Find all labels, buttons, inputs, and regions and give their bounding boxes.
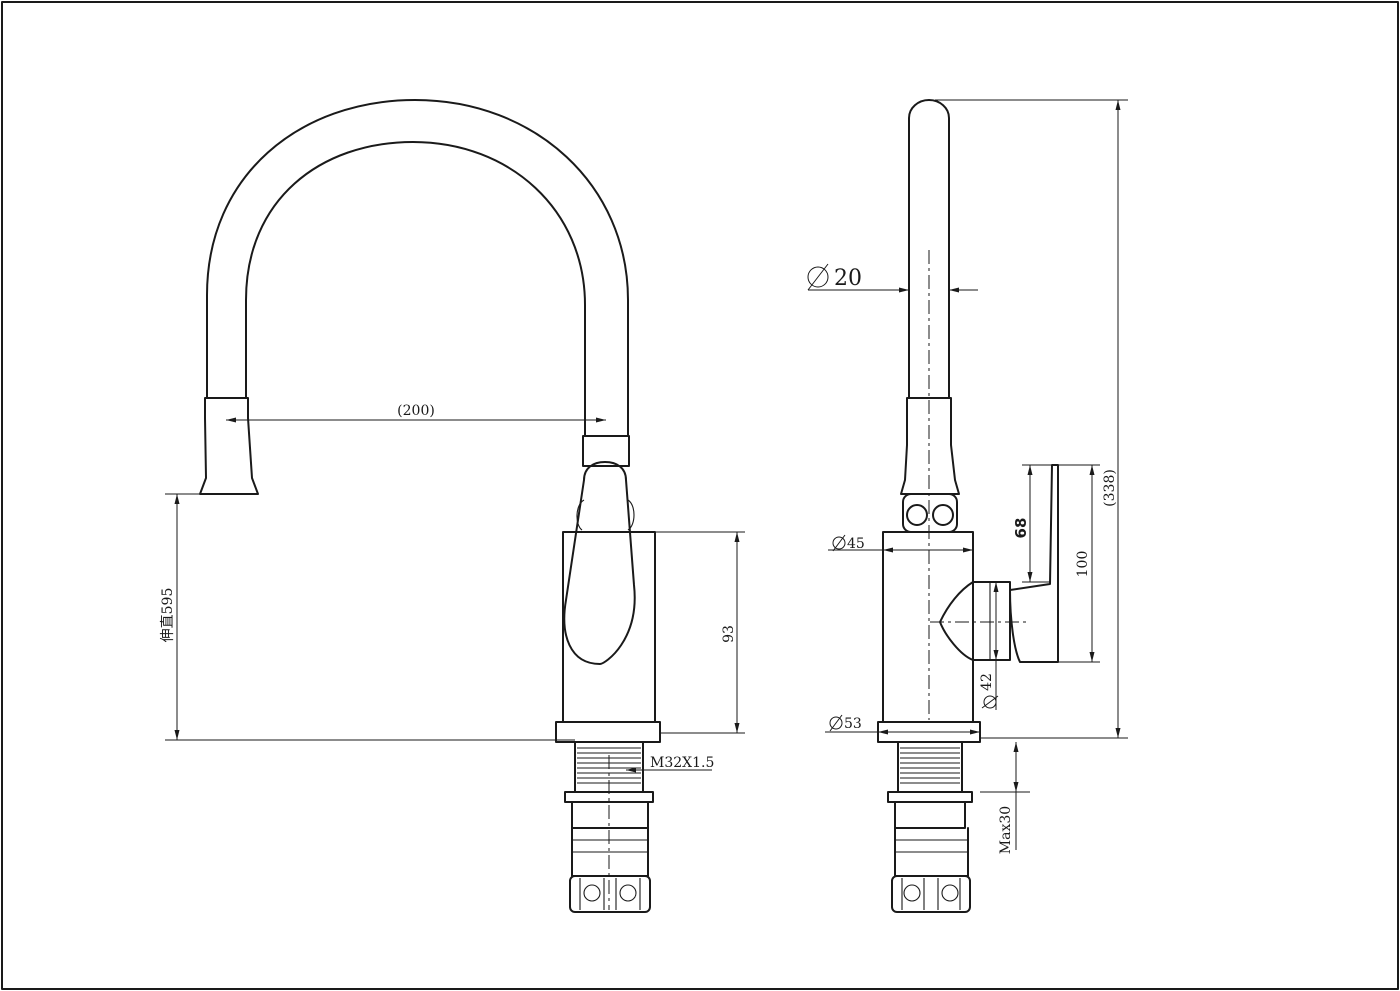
diameter-symbol-42 [981,695,999,709]
dim-body-height-label: 93 [721,625,737,643]
dim-handle-span-label: 100 [1075,551,1091,578]
dim-max-thickness-label: Max30 [998,806,1014,854]
dim-base-dia-label: 53 [844,716,862,732]
dim-total-height-label: (338) [1102,469,1118,507]
handle-lever [563,461,636,665]
side-threaded-shank [897,741,963,793]
dim-boss-dia-label: 42 [979,673,995,691]
faucet-body [562,531,656,723]
side-handle-lever [1009,464,1059,663]
swivel-screw-left [906,504,928,526]
side-washer [887,791,973,803]
lock-nut [571,801,649,829]
dim-body-dia-label: 45 [847,536,865,552]
spout-collar [582,435,630,467]
hose-end-fitting [569,875,651,913]
side-body [882,531,974,723]
side-lock-nut [894,801,966,829]
dim-thread-label: M32X1.5 [650,755,714,771]
spout-nozzle [199,397,259,495]
base-flange [555,721,661,743]
side-spout-collar [900,397,960,495]
handle-pivot-right [627,499,635,531]
diameter-symbol-45 [832,534,846,552]
side-swivel-joint [902,493,958,533]
dim-handle-height-label: 68 [1012,518,1030,539]
dim-reach-label: (200) [397,403,435,419]
side-spout-tube [908,99,950,399]
handle-pivot-left [576,499,585,531]
dim-spout-dia-label: 20 [834,266,862,291]
swivel-screw-right [932,504,954,526]
side-handle-boss [939,581,1011,661]
diameter-symbol-53 [829,714,843,732]
side-view: 20 (338) 68 100 45 42 [807,99,1128,913]
spout-outer-curve [206,99,629,437]
dim-stretch-label: 伸直595 [159,588,176,643]
front-view: (200) 伸直595 93 M32X1.5 [159,99,745,913]
spout-inner-curve [245,141,586,437]
diameter-symbol-20 [807,263,829,291]
side-hose-end-fitting [891,875,971,913]
